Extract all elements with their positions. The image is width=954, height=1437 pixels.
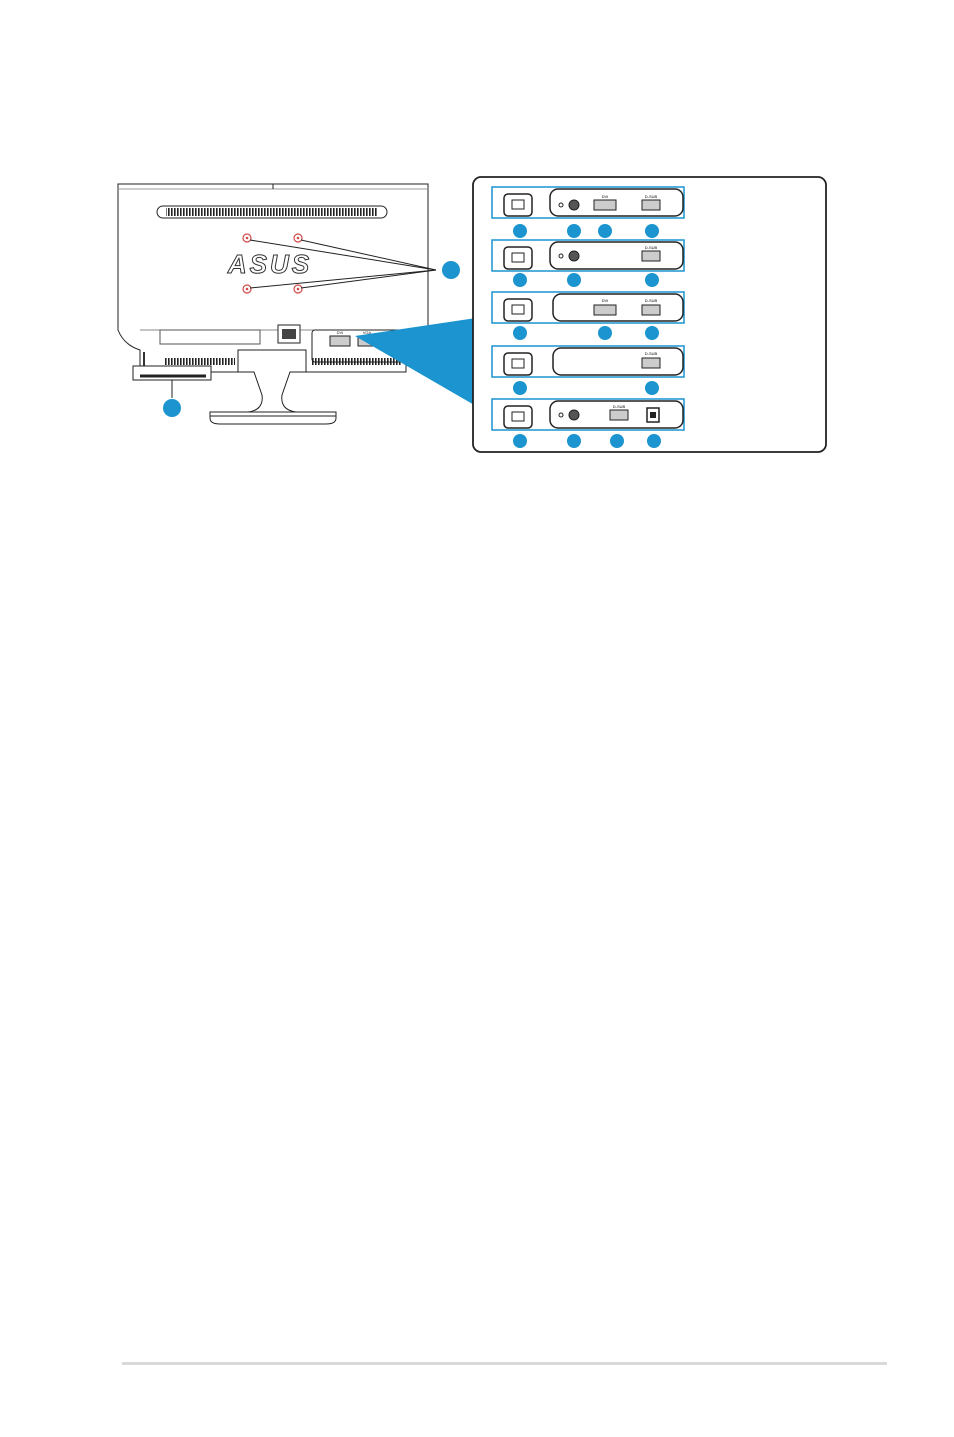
stand-base (210, 412, 336, 424)
port-label: D-SUB (645, 194, 658, 199)
vga-port (642, 251, 660, 261)
callout-circle (442, 329, 460, 347)
port-label: D-SUB (645, 245, 658, 250)
footer-rule (122, 1362, 887, 1365)
callout-circle (442, 261, 460, 279)
callout-circle (567, 273, 581, 287)
port-label: D-SUB (613, 404, 626, 409)
dvi-port (594, 200, 616, 210)
dvi-port-label: DVI (337, 330, 344, 335)
callout-circle (645, 326, 659, 340)
power-input (504, 247, 532, 269)
callout-circle (598, 224, 612, 238)
stand-neck (238, 350, 306, 412)
power-input (504, 299, 532, 321)
port-label: D-SUB (645, 298, 658, 303)
asus-logo: ASUS (227, 249, 312, 279)
port-label: DVI (602, 298, 609, 303)
port-label: D-SUB (645, 351, 658, 356)
power-input (504, 194, 532, 216)
vga-port (642, 305, 660, 315)
audio-in-jack (569, 200, 579, 210)
callout-circle (647, 434, 661, 448)
callout-circle (513, 224, 527, 238)
vga-port (642, 358, 660, 368)
callout-circle (610, 434, 624, 448)
callout-circle (645, 273, 659, 287)
rear-view-diagram: DVI VGA ASUS (0, 0, 954, 480)
power-input (504, 353, 532, 375)
power-input (504, 406, 532, 428)
audio-in-jack (569, 251, 579, 261)
dvi-port (330, 336, 350, 346)
callout-circle (513, 326, 527, 340)
callout-circle (645, 224, 659, 238)
callout-circle (513, 381, 527, 395)
callout-circle (645, 381, 659, 395)
audio-in-jack (569, 410, 579, 420)
vga-port (610, 410, 628, 420)
monitor-rear-view: DVI VGA (118, 184, 428, 424)
callout-circle (598, 326, 612, 340)
dvi-port (594, 305, 616, 315)
callout-circle (567, 434, 581, 448)
port-label: DVI (602, 194, 609, 199)
vga-port (642, 200, 660, 210)
control-buttons (133, 366, 211, 380)
callout-circle (513, 273, 527, 287)
callout-circle (513, 434, 527, 448)
callout-circle (163, 399, 181, 417)
callout-circle (567, 224, 581, 238)
